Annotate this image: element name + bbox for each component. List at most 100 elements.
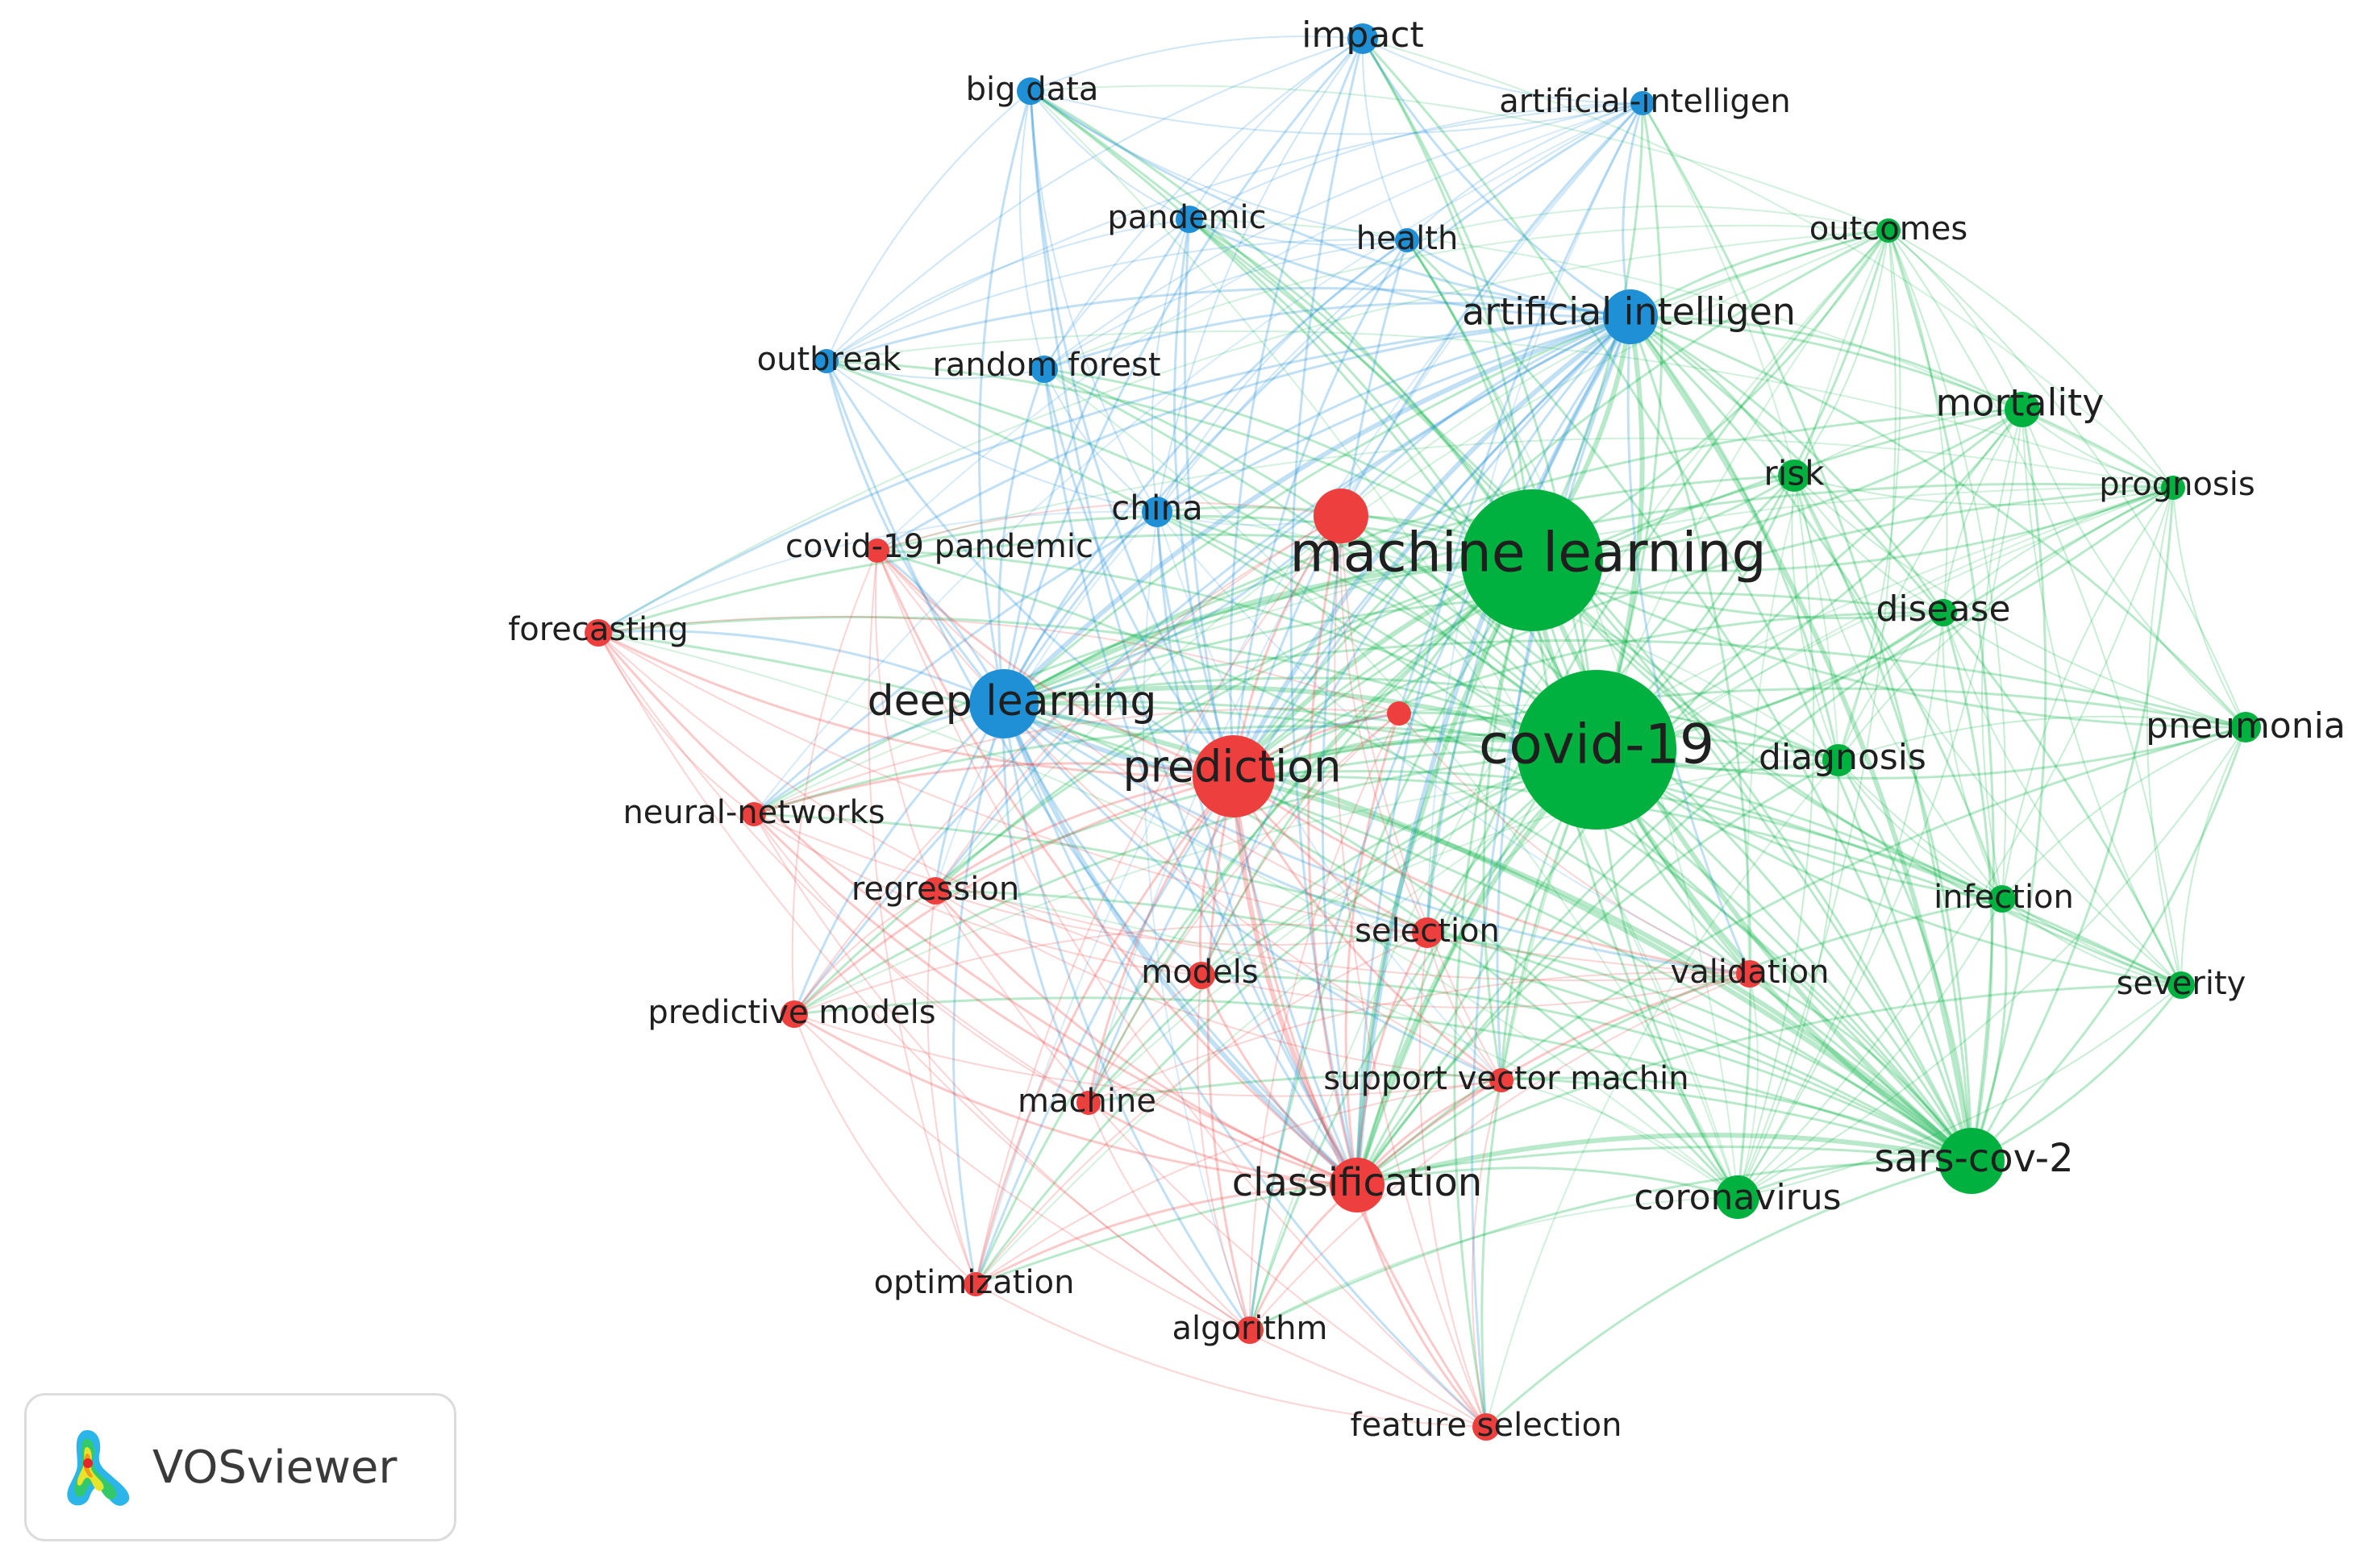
node-pneumonia[interactable] — [2230, 712, 2261, 742]
node-pandemic[interactable] — [1176, 206, 1203, 233]
node-unlabeled-red-2[interactable] — [1387, 701, 1411, 726]
node-classification[interactable] — [1330, 1158, 1384, 1212]
label-feature-selection: feature selection — [1351, 1407, 1622, 1444]
link — [1355, 932, 1429, 1186]
link — [1232, 776, 1502, 1082]
label-models: models — [1141, 954, 1258, 991]
node-outcomes[interactable] — [1876, 218, 1901, 243]
link — [1155, 511, 1359, 1186]
link — [2001, 726, 2246, 900]
label-prediction: prediction — [1123, 742, 1342, 792]
link — [868, 550, 976, 1285]
link — [753, 762, 1235, 816]
node-forecasting[interactable] — [585, 619, 612, 647]
node-sars-cov-2[interactable] — [1938, 1128, 2005, 1194]
link — [793, 559, 1533, 1016]
link — [1030, 89, 1598, 751]
link — [1426, 102, 1643, 934]
node-mortality[interactable] — [2005, 392, 2040, 427]
node-big-data[interactable] — [1017, 77, 1044, 105]
link — [1453, 559, 1534, 1428]
link — [1233, 408, 2023, 778]
node-optimization[interactable] — [964, 1272, 988, 1296]
label-covid-19-pandemic: covid-19 pandemic — [785, 528, 1093, 565]
node-prognosis[interactable] — [2161, 476, 2185, 500]
node-regression[interactable] — [922, 877, 949, 905]
link — [1030, 90, 1738, 1198]
node-outbreak[interactable] — [814, 349, 839, 373]
link — [1249, 973, 1751, 1331]
node-china[interactable] — [1142, 497, 1172, 527]
link — [1942, 612, 2246, 728]
link — [1737, 409, 2023, 1198]
link — [1531, 486, 2174, 572]
link — [1626, 316, 1751, 975]
link — [1629, 315, 2004, 900]
node-neural-networks[interactable] — [742, 802, 766, 826]
link — [1737, 759, 1840, 1198]
node-unlabeled-red-1[interactable] — [1314, 489, 1368, 543]
node-random-forest[interactable] — [1031, 356, 1058, 383]
node-selection[interactable] — [1412, 917, 1443, 948]
node-severity[interactable] — [2167, 971, 2195, 999]
link — [1200, 315, 1632, 976]
link — [1629, 316, 1752, 1198]
link — [1630, 315, 2247, 729]
node-coronavirus[interactable] — [1716, 1175, 1759, 1219]
link — [876, 549, 1597, 751]
node-machine-learning[interactable] — [1461, 489, 1603, 631]
node-validation[interactable] — [1736, 960, 1763, 988]
node-diagnosis[interactable] — [1822, 744, 1855, 776]
node-disease[interactable] — [1930, 599, 1957, 626]
link — [1232, 229, 1889, 777]
link — [1426, 487, 2174, 934]
label-machine: machine — [1018, 1083, 1156, 1120]
link — [1087, 776, 1235, 1104]
node-covid-19-pandemic[interactable] — [865, 539, 889, 563]
link — [1737, 487, 2174, 1198]
link — [1233, 486, 2174, 778]
link — [1838, 230, 1901, 761]
link — [1355, 229, 1890, 1186]
link — [597, 632, 755, 815]
link — [876, 501, 1342, 551]
node-feature-selection[interactable] — [1472, 1413, 1500, 1441]
link — [1030, 90, 1158, 513]
link — [1888, 230, 2174, 489]
link — [1628, 315, 1974, 1162]
link — [1749, 972, 1973, 1162]
link — [876, 549, 1973, 1162]
node-artificial-intelligen[interactable] — [1603, 289, 1658, 344]
label-sars-cov-2: sars-cov-2 — [1874, 1136, 2073, 1181]
link — [826, 102, 1643, 362]
link — [1361, 38, 1598, 751]
node-algorithm[interactable] — [1236, 1316, 1264, 1344]
link — [1201, 713, 1400, 976]
link — [1530, 559, 2003, 900]
vosviewer-logo-icon — [67, 1430, 130, 1506]
node-impact[interactable] — [1347, 23, 1378, 54]
link — [1791, 475, 1839, 761]
node-predictive-models[interactable] — [781, 1000, 808, 1028]
node-prediction[interactable] — [1193, 735, 1275, 817]
node-infection[interactable] — [1988, 885, 2016, 913]
link — [791, 550, 878, 1015]
link — [1156, 239, 1408, 513]
node-health[interactable] — [1395, 228, 1419, 252]
link — [1398, 713, 1751, 975]
link — [793, 775, 1235, 1016]
node-covid-19[interactable] — [1517, 670, 1676, 830]
links-layer — [597, 35, 2247, 1429]
node-deep-learning[interactable] — [969, 669, 1039, 738]
link — [975, 1283, 1487, 1428]
label-support-vector-machin: support vector machin — [1323, 1060, 1688, 1097]
node-support-vector-machin[interactable] — [1489, 1068, 1514, 1092]
link — [597, 230, 1889, 634]
node-artificial-intelligen-hyphen[interactable] — [1630, 91, 1655, 115]
link — [1229, 38, 1364, 777]
label-coronavirus: coronavirus — [1634, 1177, 1841, 1218]
node-machine[interactable] — [1076, 1091, 1101, 1115]
link — [975, 102, 1643, 1285]
node-models[interactable] — [1188, 962, 1215, 989]
node-risk[interactable] — [1778, 460, 1810, 492]
